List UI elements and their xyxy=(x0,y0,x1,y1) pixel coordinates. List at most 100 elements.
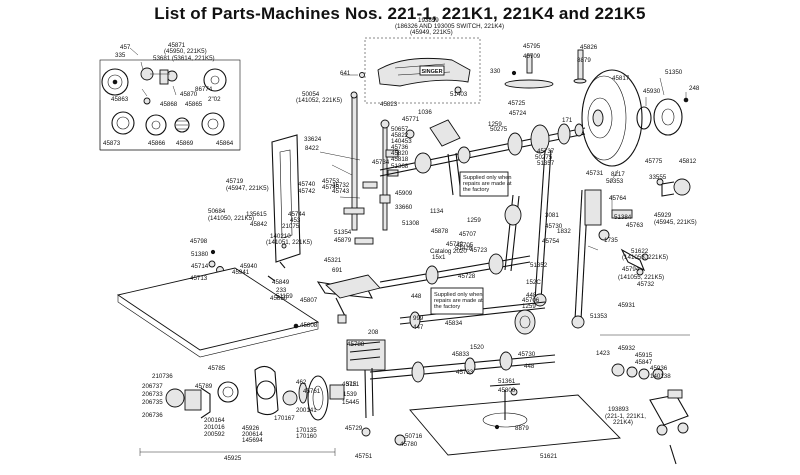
part-label: 999 xyxy=(413,315,424,322)
part-label: 45847 xyxy=(635,359,653,366)
part-label: 45744 xyxy=(288,211,306,218)
part-label: 170160 xyxy=(296,433,317,440)
part-label: 1539 xyxy=(343,391,357,398)
part-label: (141051, 221K5) xyxy=(266,239,312,246)
handwheel-group xyxy=(504,49,689,167)
part-label: 1259 xyxy=(488,121,502,128)
part-label: 45734 xyxy=(372,159,390,166)
part-label: 193893 xyxy=(608,406,629,413)
part-label: (186326 AND 193005 SWITCH, 221K4) xyxy=(395,23,504,30)
part-label: 45931 xyxy=(618,302,636,309)
part-label: 45941 xyxy=(232,269,250,276)
part-label: 200614 xyxy=(242,431,263,438)
part-label: 45849 xyxy=(272,279,290,286)
part-label: 45800 xyxy=(498,387,516,394)
part-label: 45729 xyxy=(345,425,363,432)
part-label: 45818 xyxy=(391,156,409,163)
part-label: 50054 xyxy=(302,91,320,98)
part-label: 45736 xyxy=(391,144,409,151)
part-label: 50716 xyxy=(405,433,423,440)
part-label: 45730 xyxy=(545,223,563,230)
part-label: 45728 xyxy=(458,273,476,280)
part-label: 170135 xyxy=(296,427,317,434)
part-label: 45794 xyxy=(622,266,640,273)
needle-bar-group xyxy=(316,91,399,324)
part-label: 145694 xyxy=(242,437,263,444)
part-label: 641 xyxy=(340,70,351,77)
part-label: 1423 xyxy=(596,350,610,357)
part-label: 8422 xyxy=(305,145,319,152)
face-cover-inset: SINGER xyxy=(342,37,481,104)
bed-extension-group xyxy=(116,134,381,358)
part-label: (141050, 221K5) xyxy=(208,215,254,222)
part-label: 45870 xyxy=(180,91,198,98)
part-label: 171 xyxy=(562,117,573,124)
part-label: 45764 xyxy=(609,195,627,202)
part-label: 45940 xyxy=(240,263,258,270)
part-label: 233 xyxy=(276,287,287,294)
part-label: 208 xyxy=(368,329,379,336)
factory-note-1: Supplied only when repairs are made at t… xyxy=(463,175,513,193)
part-label: 206737 xyxy=(142,383,163,390)
part-label: 45761 xyxy=(303,388,321,395)
part-label: 51352 xyxy=(530,262,548,269)
part-label: 140453 xyxy=(391,138,412,145)
feed-dog-group xyxy=(346,339,621,456)
part-label: 45878 xyxy=(431,228,449,235)
part-label: (45945, 221K5) xyxy=(654,219,697,226)
part-label: 45789 xyxy=(195,383,213,390)
factory-notes: Supplied only when repairs are made at t… xyxy=(430,171,513,315)
part-label: (141055, 221K5) xyxy=(618,274,664,281)
page-title: List of Parts-Machines Nos. 221-1, 221K1… xyxy=(154,4,646,23)
part-label: (141052, 221K5) xyxy=(296,97,342,104)
part-label: 45743 xyxy=(332,188,350,195)
part-label: 45751 xyxy=(355,453,373,460)
part-label: 45730 xyxy=(518,351,536,358)
part-label: 51357 xyxy=(537,160,555,167)
part-label: 51354 xyxy=(334,229,352,236)
part-label: 45754 xyxy=(542,238,560,245)
part-label: 51403 xyxy=(450,91,468,98)
part-label: 53681 (53614, 221K5) xyxy=(153,55,215,62)
part-label: 45833 xyxy=(452,351,470,358)
part-label: 21075 xyxy=(282,223,300,230)
part-label: 15445 xyxy=(342,399,360,406)
part-label: 45707 xyxy=(459,231,477,238)
part-label: 45763 xyxy=(626,222,644,229)
part-label: 206735 xyxy=(142,399,163,406)
part-label: 45925 xyxy=(224,455,242,462)
part-label: 51308 xyxy=(402,220,420,227)
feed-regulator-group xyxy=(611,178,691,276)
part-label: 45866 xyxy=(148,140,166,147)
part-label: 8217 xyxy=(611,171,625,178)
part-label: 51428 xyxy=(455,245,473,252)
part-label: 45807 xyxy=(300,297,318,304)
part-label: 1832 xyxy=(557,228,571,235)
part-label: 457 xyxy=(120,44,131,51)
part-label: 45795 xyxy=(523,43,541,50)
part-label: 51361 xyxy=(498,378,516,385)
part-label: 45822 xyxy=(391,132,409,139)
part-label: 45868 xyxy=(160,101,178,108)
part-label: 45798 xyxy=(190,238,208,245)
part-label: 45788 xyxy=(347,341,365,348)
part-label: 45808 xyxy=(300,322,318,329)
part-label: 45724 xyxy=(509,110,527,117)
part-label: 45879 xyxy=(334,237,352,244)
part-label: (45947, 221K5) xyxy=(226,185,269,192)
part-label: (141053, 221K5) xyxy=(622,254,668,261)
part-label: 50275 xyxy=(490,126,508,133)
part-label: 45733 xyxy=(456,369,474,376)
part-label: 51159 xyxy=(276,293,293,300)
part-label: 45714 xyxy=(191,263,209,270)
part-label: 45842 xyxy=(250,221,268,228)
part-label: 315 xyxy=(346,381,357,388)
part-label: 135615 xyxy=(246,211,267,218)
part-label: 50353 xyxy=(606,178,624,185)
part-label: 221K4) xyxy=(613,419,633,426)
part-label: 45930 xyxy=(643,88,661,95)
part-label: 45915 xyxy=(635,352,653,359)
part-label: 45722 xyxy=(446,241,464,248)
part-label: 45929 xyxy=(654,212,672,219)
part-label: 45740 xyxy=(298,181,316,188)
